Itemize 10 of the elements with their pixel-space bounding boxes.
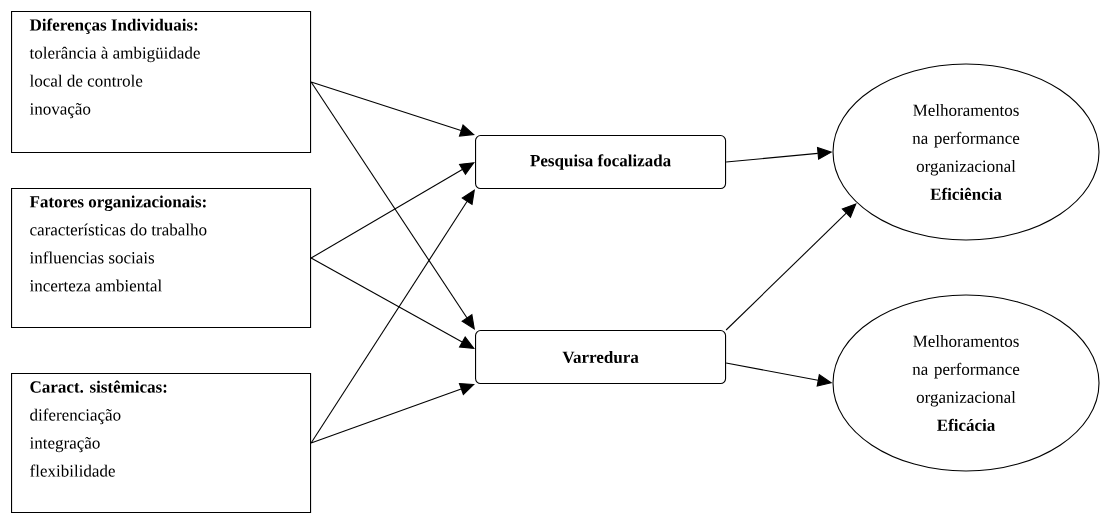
process-box: Pesquisa focalizada <box>475 135 727 190</box>
factor-box: Caract. sistêmicas: diferenciação integração flexibilidade <box>11 373 312 513</box>
factor-box: Diferenças Individuais: tolerância à ambigüidade local de controle inovação <box>11 11 312 154</box>
arrow <box>310 162 475 259</box>
arrow <box>310 81 475 330</box>
process-box: Varredura <box>475 330 727 385</box>
arrow <box>310 81 475 137</box>
arrow <box>310 189 475 444</box>
arrow <box>310 382 475 444</box>
factor-box: Fatores organizacionais: características do trabalho influencias sociais incerteza ambiental <box>11 188 312 329</box>
